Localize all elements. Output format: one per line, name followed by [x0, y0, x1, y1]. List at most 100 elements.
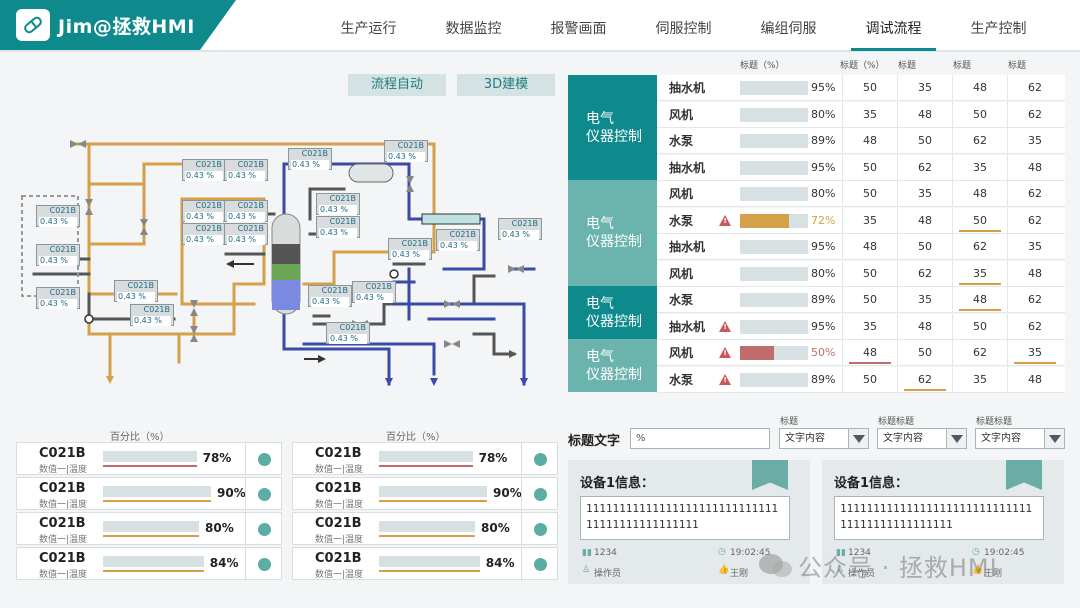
table-cell: 50 [897, 340, 952, 366]
gauge-bar [379, 556, 480, 567]
auto-flow-button[interactable]: 流程自动 [348, 74, 446, 96]
watermark-text: 公众号 · 拯救HMI [798, 554, 998, 582]
gauge-name: C021B [39, 551, 86, 566]
user-icon: ♙ [582, 565, 591, 575]
gauge-bar [379, 486, 487, 497]
table-cell: 35 [1007, 340, 1062, 366]
device-name: 水泵 [669, 293, 694, 307]
nav-data-monitor[interactable]: 数据监控 [445, 21, 502, 37]
device-title: 设备1信息： [834, 476, 909, 491]
device-text-box[interactable]: 1111111111111111111111111111111111111111… [580, 496, 790, 540]
progress-bar [740, 160, 808, 175]
device-name: 风机 [669, 346, 694, 360]
nav-servo-control[interactable]: 伺服控制 [655, 21, 712, 37]
chevron-down-icon[interactable] [1044, 429, 1064, 448]
select-dropdown-3[interactable]: 文字内容 [975, 428, 1065, 449]
nav-production-control[interactable]: 生产控制 [970, 21, 1027, 37]
gauge-value: 80% [481, 521, 510, 535]
progress-bar [740, 293, 808, 307]
device-text-box[interactable]: 1111111111111111111111111111111111111111… [834, 496, 1044, 540]
table-cell: 48 [842, 340, 897, 366]
header-bar: Jim@拯救HMI 生产运行 数据监控 报警画面 伺服控制 编组伺服 调试流程 … [0, 0, 1080, 52]
chevron-down-icon[interactable] [946, 429, 966, 448]
nav-group-servo[interactable]: 编组伺服 [760, 21, 817, 37]
select-dropdown-1[interactable]: 文字内容 [779, 428, 869, 449]
chevron-down-icon[interactable] [848, 429, 868, 448]
select-dropdown-2[interactable]: 文字内容 [877, 428, 967, 449]
table-cell: 62 [1007, 207, 1062, 234]
device-title: 设备1信息： [580, 476, 655, 491]
progress-bar [740, 187, 808, 201]
table-cell: 48 [897, 101, 952, 128]
gauge-fill [103, 500, 211, 502]
table-cell: 50 [842, 181, 897, 207]
table-cell: 50 [842, 75, 897, 101]
filter-input[interactable]: % [630, 428, 770, 449]
nav-debug-flow[interactable]: 调试流程 [841, 0, 946, 51]
table-cell: 50 [952, 207, 1007, 234]
gauge-name: C021B [315, 551, 362, 566]
nav-alarm[interactable]: 报警画面 [550, 21, 607, 37]
progress-value: 80% [811, 107, 836, 121]
status-dot-icon [534, 453, 547, 466]
progress-value: 80% [811, 187, 836, 200]
progress-value: 89% [811, 293, 836, 306]
gauge-bar [103, 521, 199, 532]
3d-model-button[interactable]: 3D建模 [457, 74, 555, 96]
table-cell: 48 [952, 181, 1007, 207]
nav-production-run[interactable]: 生产运行 [340, 21, 397, 37]
gauge-sub: 数值一|温度 [39, 500, 88, 510]
status-dot-icon [534, 523, 547, 536]
gauge-fill [379, 500, 487, 502]
gauge-fill [103, 570, 204, 572]
table-cell: 48 [952, 75, 1007, 101]
thumb-up-icon: 👍 [972, 565, 984, 575]
gauge-bar [379, 451, 473, 462]
gauge-sub: 数值一|温度 [39, 465, 88, 475]
progress-bar [740, 134, 808, 148]
gauge-sub: 数值一|温度 [315, 500, 364, 510]
table-cell: 50 [952, 101, 1007, 128]
